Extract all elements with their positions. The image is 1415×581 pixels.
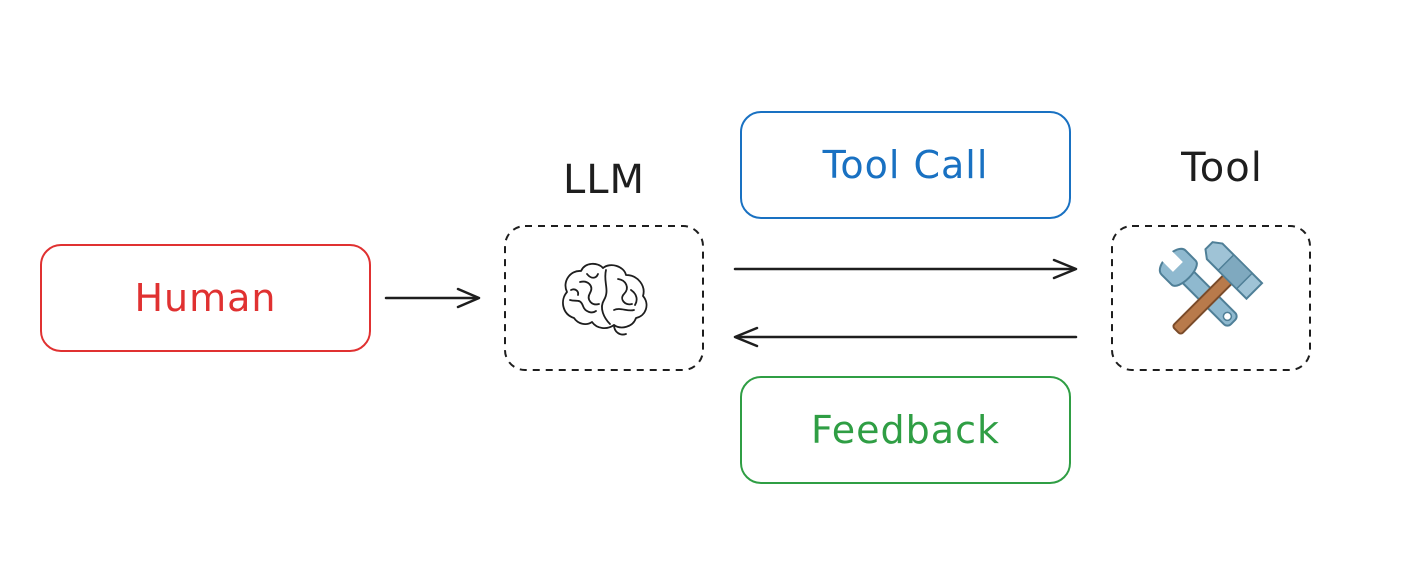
brain-icon	[562, 262, 648, 336]
tool-box	[1111, 225, 1311, 371]
arrow-human-to-llm	[384, 287, 481, 309]
tool-label: Tool	[1181, 145, 1263, 191]
feedback-box	[740, 376, 1071, 484]
human-label: Human	[134, 276, 277, 320]
llm-label: LLM	[562, 157, 646, 203]
arrow-llm-to-tool	[733, 258, 1078, 280]
hammer-and-wrench-icon	[1158, 241, 1264, 335]
human-box	[40, 244, 371, 352]
llm-box	[504, 225, 704, 371]
feedback-label: Feedback	[811, 408, 1000, 452]
tool-call-box	[740, 111, 1071, 219]
arrow-tool-to-llm	[733, 326, 1078, 348]
tool-call-label: Tool Call	[822, 143, 989, 187]
